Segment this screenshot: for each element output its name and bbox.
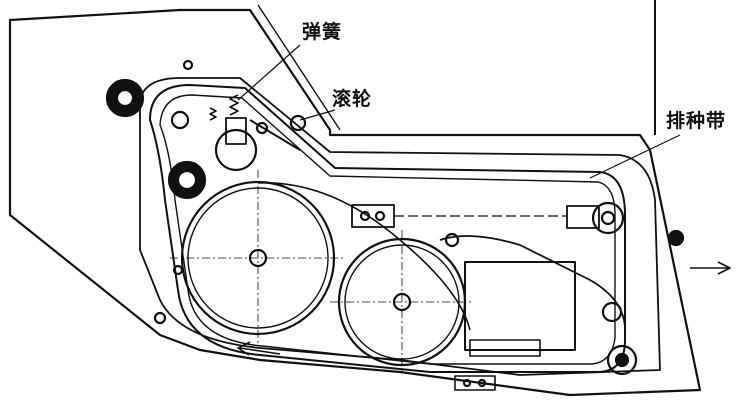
roller-top xyxy=(289,114,307,132)
leader-spring xyxy=(237,44,301,101)
inner-housing xyxy=(139,77,661,376)
leader-seed-belt xyxy=(589,134,681,179)
seed-belt xyxy=(149,84,626,373)
hopper-box xyxy=(464,261,576,351)
arrow-left-icon xyxy=(237,341,281,356)
spring-roller-lower xyxy=(167,160,207,200)
spring-housing xyxy=(225,117,247,145)
spring-icon xyxy=(229,94,239,116)
label-roller: 滚轮 xyxy=(332,88,373,110)
label-seed-belt: 排种带 xyxy=(666,110,727,132)
arrow-right-icon xyxy=(690,261,731,275)
tension-bracket xyxy=(351,204,395,228)
spring-roller-left xyxy=(105,78,145,118)
housing-outline xyxy=(8,8,702,397)
large-drum-left xyxy=(170,170,346,346)
leader-roller xyxy=(299,109,336,121)
label-spring: 弹簧 xyxy=(302,21,343,43)
roller-right xyxy=(591,201,625,235)
large-drum-middle xyxy=(330,230,474,372)
roller-bottom xyxy=(606,344,638,376)
